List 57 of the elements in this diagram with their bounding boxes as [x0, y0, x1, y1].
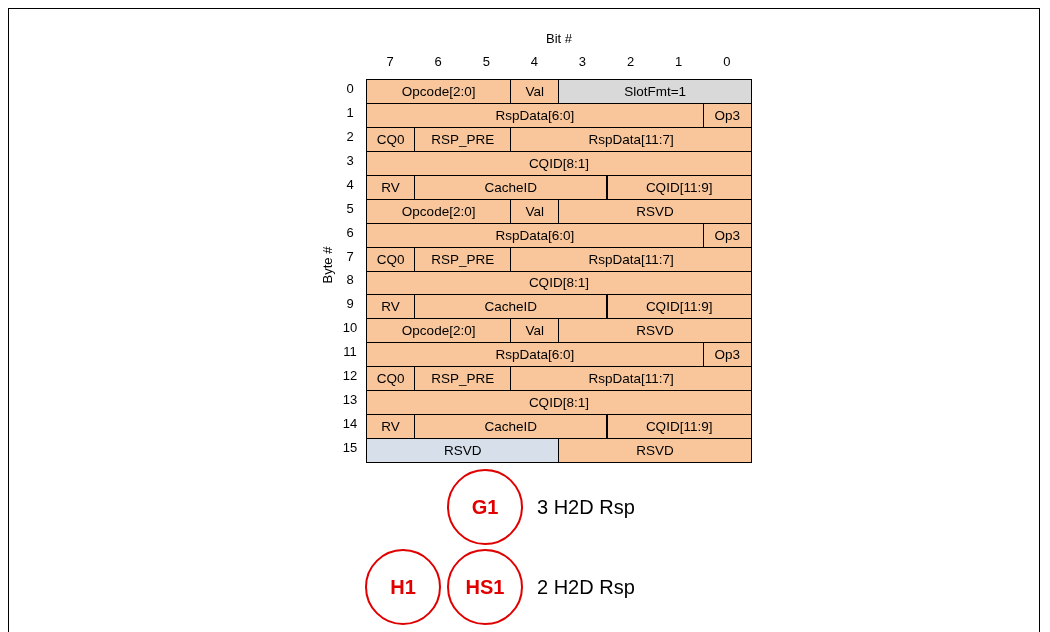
byte-number: 15: [342, 439, 358, 455]
bit-field: Opcode[2:0]: [366, 79, 512, 104]
bit-field: RspData[11:7]: [510, 246, 752, 272]
byte-number: 6: [346, 224, 354, 240]
bit-field: RSVD: [558, 198, 752, 224]
bit-field: RspData[11:7]: [510, 126, 752, 152]
byte-number: 9: [346, 295, 354, 311]
bit-number: 2: [626, 53, 635, 69]
bit-number: 3: [578, 53, 587, 69]
bit-field: RspData[6:0]: [366, 222, 704, 248]
bit-field: RSP_PRE: [414, 126, 512, 152]
bit-number: 5: [482, 53, 490, 69]
bit-field: Opcode[2:0]: [366, 198, 512, 224]
bit-field: Val: [510, 79, 560, 104]
byte-number: 0: [346, 80, 354, 96]
bit-field: RSVD: [558, 438, 752, 464]
bit-field: Opcode[2:0]: [366, 318, 512, 344]
byte-number: 10: [342, 319, 358, 335]
bit-field: CQID[11:9]: [606, 414, 752, 440]
bit-number: 6: [434, 53, 442, 69]
bit-field: CacheID: [414, 174, 608, 200]
bit-number: 4: [530, 53, 538, 69]
node-label: 2 H2D Rsp: [537, 575, 635, 599]
bit-field: RspData[6:0]: [366, 342, 704, 368]
byte-number: 5: [346, 200, 354, 216]
bit-field: CacheID: [414, 414, 608, 440]
bit-number: 7: [386, 53, 394, 69]
bit-field: CQID[11:9]: [606, 174, 752, 200]
byte-number: 3: [346, 152, 354, 168]
bit-field: RspData[6:0]: [366, 102, 704, 128]
byte-number: 4: [346, 176, 354, 192]
byte-number: 14: [342, 415, 358, 431]
bit-field: RSP_PRE: [414, 246, 512, 272]
bit-field: RSVD: [558, 318, 752, 344]
byte-number: 2: [346, 128, 354, 144]
bit-field: RSP_PRE: [414, 366, 512, 392]
byte-number: 8: [346, 272, 354, 287]
marker-circle: HS1: [447, 549, 523, 625]
byte-number: 13: [342, 391, 358, 407]
bit-field: CQID[8:1]: [366, 390, 752, 416]
axis-title: Byte #: [319, 246, 335, 284]
byte-number: 7: [346, 248, 354, 264]
marker-circle: G1: [447, 469, 523, 545]
bit-field: CQID[11:9]: [606, 294, 752, 320]
byte-number: 12: [342, 367, 358, 383]
bit-field: RSVD: [366, 438, 560, 464]
bit-number: 1: [675, 53, 683, 69]
bit-field: RspData[11:7]: [510, 366, 752, 392]
byte-number: 1: [346, 104, 354, 120]
axis-title: Bit #: [546, 30, 572, 46]
byte-number: 11: [343, 343, 357, 359]
node-label: 3 H2D Rsp: [537, 495, 635, 519]
marker-circle: H1: [365, 549, 441, 625]
bit-field: SlotFmt=1: [558, 79, 752, 104]
bit-field: CacheID: [414, 294, 608, 320]
bit-number: 0: [723, 53, 731, 69]
bit-field: CQID[8:1]: [366, 150, 752, 176]
